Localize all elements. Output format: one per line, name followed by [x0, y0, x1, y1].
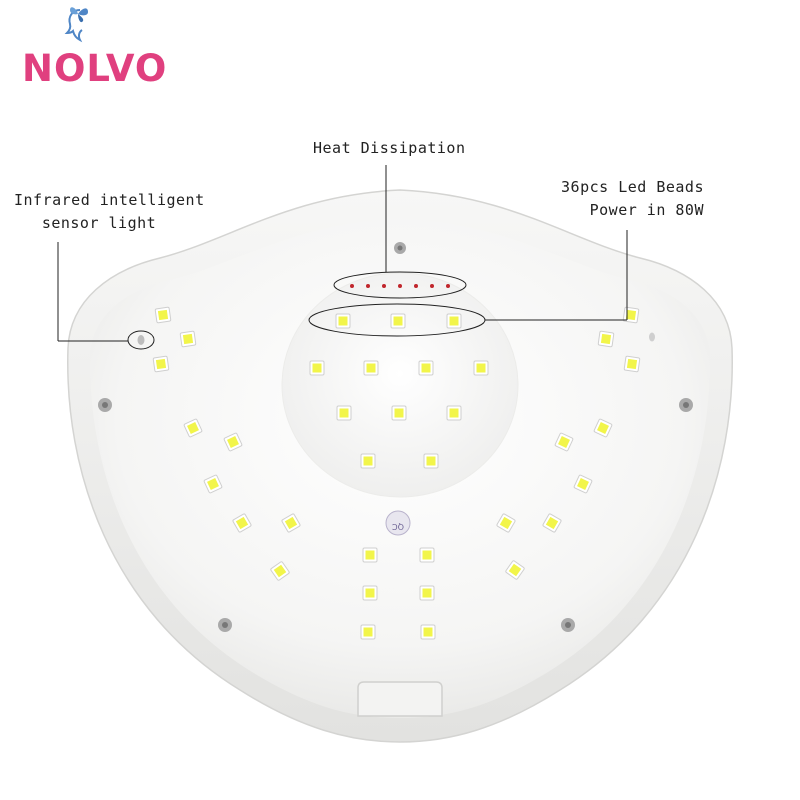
led-bead: [623, 355, 641, 373]
led-bead: [419, 547, 435, 563]
svg-text:QC: QC: [392, 522, 404, 531]
brand-logo: NOLVO: [10, 2, 166, 97]
led-bead: [223, 432, 243, 452]
screw-group: [98, 242, 693, 632]
bottom-slot: [357, 681, 443, 717]
infrared-sensor-right: [649, 332, 655, 342]
led-bead: [446, 405, 462, 421]
infrared-label-line1: Infrared intelligent: [14, 191, 205, 209]
led-bead: [505, 560, 525, 580]
screw-icon: [98, 398, 112, 412]
led-bead: [335, 313, 351, 329]
woman-silhouette-butterfly-icon: [64, 7, 88, 43]
brand-name: NOLVO: [22, 47, 168, 90]
led-bead: [362, 585, 378, 601]
infrared-sensor: [137, 335, 145, 345]
led-bead: [593, 418, 613, 438]
infrared-label-line2: sensor light: [41, 214, 157, 233]
led-bead: [281, 513, 301, 533]
led-bead: [423, 453, 439, 469]
led-bead: [573, 474, 593, 494]
qc-passed-sticker: QC: [385, 510, 411, 536]
led-bead: [473, 360, 489, 376]
led-bead: [622, 306, 640, 324]
callout-lines: [57, 165, 628, 350]
led-bead: [419, 585, 435, 601]
led-bead: [362, 547, 378, 563]
heat-vents: [350, 284, 450, 288]
led-beads-label: 36pcs Led Beads Power in 80W: [520, 176, 704, 223]
led-bead: [360, 624, 376, 640]
led-bead: [554, 432, 574, 452]
sensor-callout-ring: [127, 330, 155, 350]
led-bead: [232, 513, 252, 533]
led-bead: [309, 360, 325, 376]
led-bead: [203, 474, 223, 494]
infrared-sensor-label: Infrared intelligent sensor light: [14, 189, 205, 236]
screw-icon: [394, 242, 406, 254]
led-bead: [420, 624, 436, 640]
led-bead: [446, 313, 462, 329]
screw-icon: [218, 618, 232, 632]
led-beads: [152, 306, 641, 640]
led-bead: [270, 561, 290, 581]
led-bead: [179, 330, 197, 348]
led-bead: [183, 418, 203, 438]
led-bead: [360, 453, 376, 469]
led-bead: [391, 405, 407, 421]
screw-icon: [679, 398, 693, 412]
led-bead: [390, 313, 406, 329]
led-bead: [597, 330, 615, 348]
led-bead: [418, 360, 434, 376]
led-bead: [363, 360, 379, 376]
led-beads-line1: 36pcs Led Beads: [561, 178, 704, 196]
led-bead: [336, 405, 352, 421]
led-beads-line2: Power in 80W: [589, 201, 704, 220]
heat-vent-callout-ring: [333, 271, 467, 299]
led-bead: [496, 513, 516, 533]
led-bead: [154, 306, 172, 324]
heat-dissipation-label: Heat Dissipation: [313, 139, 466, 157]
screw-icon: [561, 618, 575, 632]
center-dome: [281, 272, 519, 498]
led-bead: [152, 355, 170, 373]
led-bead: [542, 513, 562, 533]
